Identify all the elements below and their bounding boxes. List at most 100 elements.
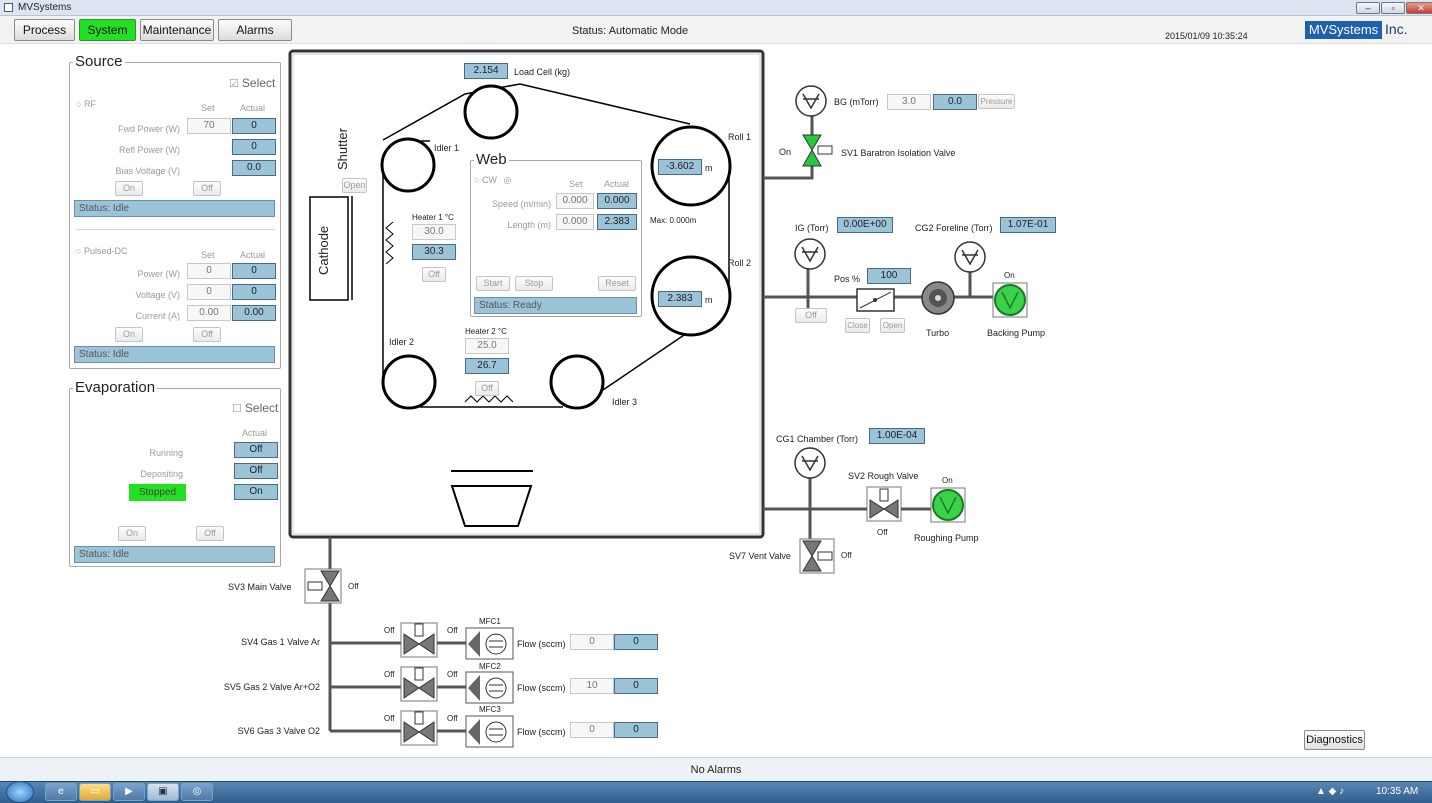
- app-icon: [4, 3, 13, 12]
- evap-select-label: Select: [244, 401, 279, 415]
- heater-1-set[interactable]: 30.0: [412, 224, 456, 240]
- rf-status: Status: Idle: [74, 200, 275, 217]
- pdc-current-set[interactable]: 0.00: [187, 305, 231, 321]
- gas-2-flow-label: Flow (sccm): [517, 683, 566, 693]
- pdc-col-actual: Actual: [240, 250, 266, 260]
- idler-3-label: Idler 3: [612, 397, 638, 407]
- backing-label[interactable]: Backing Pump: [987, 328, 1046, 338]
- window-titlebar: MVSystems: [0, 0, 1432, 16]
- sv7-state: Off: [841, 551, 852, 560]
- gas-1-flow-set[interactable]: 0: [570, 634, 614, 650]
- web-reset-button[interactable]: Reset: [598, 276, 636, 291]
- sv7-label[interactable]: SV7 Vent Valve: [729, 551, 791, 561]
- sv2-label[interactable]: SV2 Rough Valve: [848, 471, 919, 481]
- source-panel: [69, 62, 281, 369]
- idler-2-roller: [381, 354, 437, 410]
- rf-refl-label: Refl Power (W): [118, 145, 180, 155]
- gas-3-label[interactable]: SV6 Gas 3 Valve O2: [237, 726, 320, 736]
- gas-1-label[interactable]: SV4 Gas 1 Valve Ar: [241, 637, 320, 647]
- rf-bias-label: Bias Voltage (V): [115, 166, 180, 176]
- tray-icons[interactable]: ▲ ◆ ♪: [1316, 786, 1345, 797]
- sv1-label[interactable]: SV1 Baratron Isolation Valve: [841, 148, 956, 158]
- backing-state: On: [1004, 271, 1015, 280]
- gas-2-flow-actual: 0: [614, 678, 658, 694]
- rf-off-button[interactable]: Off: [193, 181, 221, 196]
- sv1-state: On: [779, 147, 792, 157]
- heater-2-actual: 26.7: [465, 358, 509, 374]
- pdc-off-button[interactable]: Off: [193, 327, 221, 342]
- heater-2-off-button[interactable]: Off: [475, 381, 499, 396]
- evaporation-panel: [69, 388, 281, 567]
- explorer-icon[interactable]: ▭: [79, 783, 111, 801]
- heater-2-set[interactable]: 25.0: [465, 338, 509, 354]
- app-task-icon[interactable]: ◎: [181, 783, 213, 801]
- cathode-block: [309, 196, 349, 301]
- web-speed-set[interactable]: 0.000: [556, 193, 594, 209]
- tab-system[interactable]: System: [79, 19, 136, 41]
- mfc-1-label: MFC1: [479, 617, 501, 626]
- evap-select-checkbox[interactable]: ☐ Select: [232, 401, 279, 415]
- window-title: MVSystems: [18, 2, 72, 13]
- source-select-checkbox[interactable]: ☑ Select: [229, 76, 276, 90]
- throttle-close-button[interactable]: Close: [845, 318, 870, 333]
- bg-pressure-button[interactable]: Pressure: [978, 94, 1015, 109]
- mvsystems-task-icon[interactable]: ▣: [147, 783, 179, 801]
- gas-3-flow-set[interactable]: 0: [570, 722, 614, 738]
- cg1-label: CG1 Chamber (Torr): [776, 434, 859, 444]
- rf-radio[interactable]: ○ RF: [76, 99, 96, 109]
- ig-off-button[interactable]: Off: [795, 308, 827, 323]
- tab-maintenance[interactable]: Maintenance: [140, 19, 214, 41]
- pdc-power-set[interactable]: 0: [187, 263, 231, 279]
- web-length-set[interactable]: 0.000: [556, 214, 594, 230]
- rf-fwd-set[interactable]: 70: [187, 118, 231, 134]
- shutter-open-button[interactable]: Open: [342, 178, 367, 193]
- pdc-on-button[interactable]: On: [115, 327, 143, 342]
- bg-set[interactable]: 3.0: [887, 94, 931, 110]
- pdc-power-label: Power (W): [137, 269, 181, 279]
- gas-1-mfc-state: Off: [447, 626, 458, 635]
- gas-2-flow-set[interactable]: 10: [570, 678, 614, 694]
- sv2-state: Off: [877, 528, 888, 537]
- roll-2-label: Roll 2: [728, 258, 752, 268]
- taskbar: [0, 781, 1432, 803]
- pdc-current-actual: 0.00: [232, 305, 276, 321]
- web-status: Status: Ready: [474, 297, 637, 314]
- sv3-label[interactable]: SV3 Main Valve: [228, 582, 292, 592]
- cg2-value: 1.07E-01: [1000, 217, 1056, 233]
- idler-3-roller: [549, 354, 605, 410]
- gas-2-label[interactable]: SV5 Gas 2 Valve Ar+O2: [223, 682, 320, 692]
- evap-on-button[interactable]: On: [118, 526, 146, 541]
- evap-off-button[interactable]: Off: [196, 526, 224, 541]
- rf-on-button[interactable]: On: [115, 181, 143, 196]
- shutter-label: Shutter: [335, 128, 350, 170]
- source-divider: [76, 229, 275, 230]
- web-cw-radio[interactable]: ○ CW ◎: [474, 175, 512, 185]
- source-title: Source: [73, 53, 125, 70]
- cathode-label: Cathode: [316, 225, 331, 275]
- close-button[interactable]: ✕: [1406, 2, 1432, 14]
- tab-process[interactable]: Process: [14, 19, 75, 41]
- ie-icon[interactable]: e: [45, 783, 77, 801]
- heater-1-off-button[interactable]: Off: [422, 267, 446, 282]
- rf-refl-actual: 0: [232, 139, 276, 155]
- web-stop-button[interactable]: Stop: [515, 276, 553, 291]
- load-cell-label: Load Cell (kg): [514, 67, 571, 77]
- web-speed-actual: 0.000: [597, 193, 637, 209]
- minimize-button[interactable]: –: [1356, 2, 1380, 14]
- roughing-label[interactable]: Roughing Pump: [914, 533, 979, 543]
- pdc-radio[interactable]: ○ Pulsed-DC: [76, 246, 128, 256]
- throttle-open-button[interactable]: Open: [880, 318, 905, 333]
- tab-alarms[interactable]: Alarms: [218, 19, 292, 41]
- restore-button[interactable]: ▫: [1381, 2, 1405, 14]
- source-select-label: Select: [241, 76, 276, 90]
- web-col-set: Set: [569, 179, 583, 189]
- idler-2-label: Idler 2: [389, 337, 415, 347]
- evap-stopped-label: Stopped: [129, 484, 186, 501]
- start-orb-icon[interactable]: [6, 781, 34, 803]
- pdc-voltage-set[interactable]: 0: [187, 284, 231, 300]
- taskbar-clock[interactable]: 10:35 AM: [1376, 786, 1419, 797]
- media-player-icon[interactable]: ▶: [113, 783, 145, 801]
- diagnostics-button[interactable]: Diagnostics: [1304, 730, 1365, 750]
- roll-2-value: 2.383: [658, 291, 702, 307]
- web-start-button[interactable]: Start: [476, 276, 510, 291]
